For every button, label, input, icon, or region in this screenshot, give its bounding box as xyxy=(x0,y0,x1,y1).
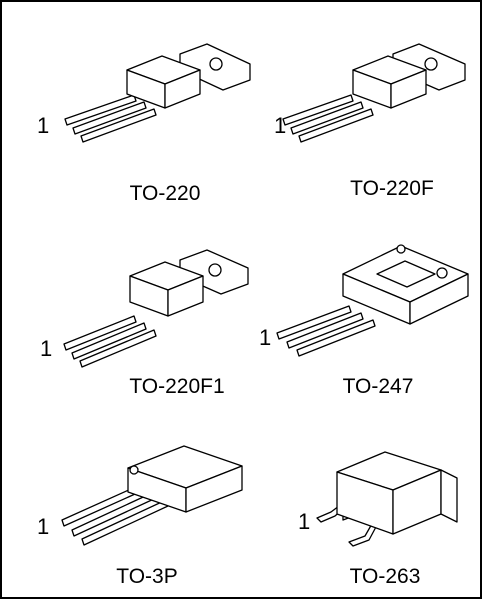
lead xyxy=(298,108,374,143)
lead xyxy=(286,312,364,349)
mounting-hole-notch xyxy=(396,244,406,254)
package-to-263 xyxy=(243,434,482,601)
heat-tab xyxy=(440,469,458,523)
package-label: TO-220F1 xyxy=(129,375,225,398)
to-220f1-drawing xyxy=(63,249,249,368)
package-label: TO-220F xyxy=(350,177,434,200)
mounting-hole xyxy=(208,263,222,277)
to-263-drawing xyxy=(316,451,458,547)
body-side xyxy=(185,465,243,513)
to-220-drawing xyxy=(64,43,251,143)
lead xyxy=(63,315,137,351)
package-to-247 xyxy=(243,234,482,434)
lead xyxy=(64,94,137,126)
to-3p-drawing xyxy=(61,445,243,546)
lead xyxy=(80,108,157,143)
to-220f-drawing xyxy=(282,43,466,143)
lead xyxy=(71,322,147,360)
pin-1-label: 1 xyxy=(298,509,311,534)
package-to-220f xyxy=(243,2,482,202)
to-247-drawing xyxy=(276,244,469,357)
mounting-hole xyxy=(129,465,139,475)
body-side xyxy=(164,69,201,109)
lead xyxy=(290,101,364,135)
die-window xyxy=(376,260,436,288)
pin-1-label: 1 xyxy=(40,336,53,361)
lead xyxy=(276,305,352,340)
lead xyxy=(282,94,354,126)
package-label: TO-263 xyxy=(349,565,421,588)
pin-1-label: 1 xyxy=(259,325,272,350)
package-label: TO-247 xyxy=(342,375,414,398)
package-label: TO-220 xyxy=(129,182,201,205)
body-side xyxy=(167,275,204,317)
body-side xyxy=(390,69,427,109)
body-side xyxy=(409,273,469,325)
pin-1-label: 1 xyxy=(37,113,50,138)
package-to-3p xyxy=(2,434,243,601)
lead xyxy=(296,319,376,357)
lead xyxy=(79,329,157,368)
mounting-hole xyxy=(424,57,438,71)
package-to-220 xyxy=(2,2,251,202)
pin-1-label: 1 xyxy=(37,514,50,539)
package-to-220f1 xyxy=(2,234,249,434)
mounting-hole xyxy=(436,267,448,279)
package-label: TO-3P xyxy=(116,565,178,588)
mounting-hole xyxy=(209,57,223,71)
lead xyxy=(72,101,147,135)
pin-1-label: 1 xyxy=(274,113,287,138)
